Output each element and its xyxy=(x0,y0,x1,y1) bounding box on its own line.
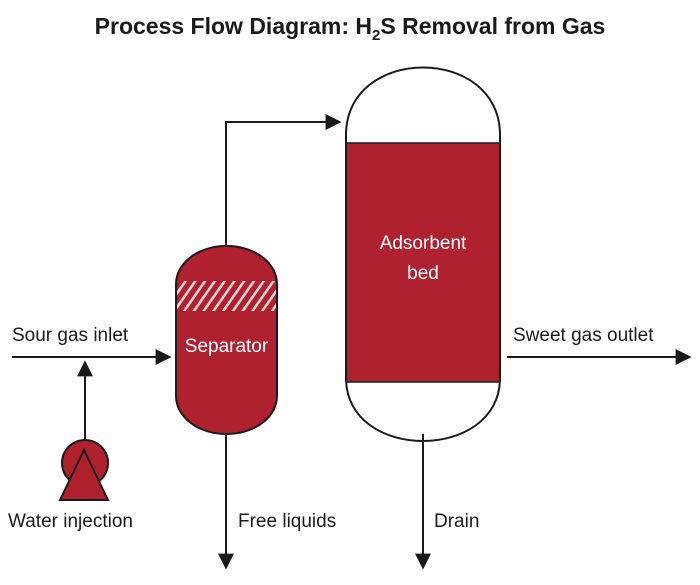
adsorbent-bed xyxy=(346,143,500,382)
pump-label: Water injection xyxy=(8,511,133,532)
adsorbent-label-line1: Adsorbent xyxy=(380,233,467,254)
free-liquids-label: Free liquids xyxy=(238,511,336,532)
adsorbent-label-line2: bed xyxy=(407,263,439,284)
inlet-label: Sour gas inlet xyxy=(12,325,129,346)
drain-label: Drain xyxy=(434,511,479,532)
outlet-label: Sweet gas outlet xyxy=(513,325,654,346)
separator-overhead-line xyxy=(225,114,342,246)
separator-label: Separator xyxy=(185,336,269,357)
diagram-title: Process Flow Diagram: H2S Removal from G… xyxy=(95,13,606,44)
separator-vessel xyxy=(175,245,278,435)
adsorber-vessel xyxy=(345,66,501,442)
pump-icon xyxy=(58,439,110,501)
separator-mist-pad xyxy=(176,281,277,311)
